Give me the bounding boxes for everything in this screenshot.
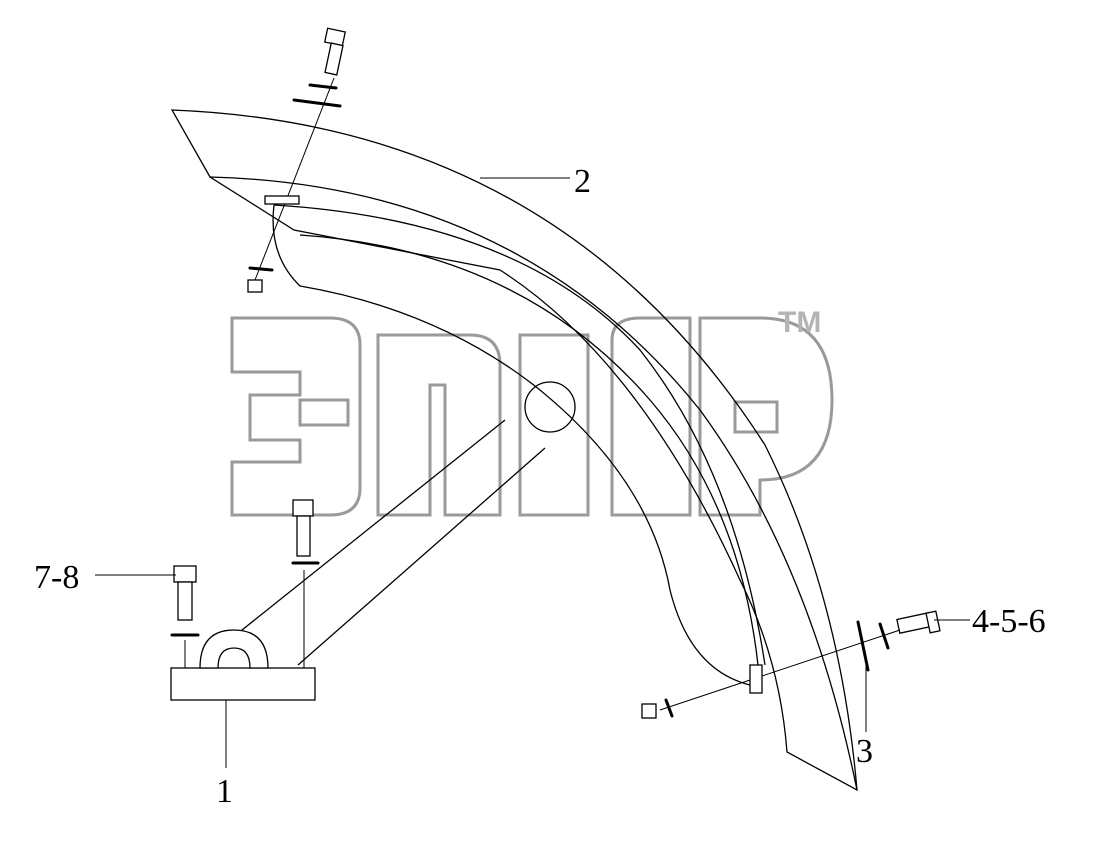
middle-bolt-assembly <box>291 499 320 668</box>
bolt-head <box>292 499 314 517</box>
bolt-head <box>925 610 941 634</box>
bracket-base <box>170 667 316 701</box>
bolt-head <box>173 565 197 583</box>
washer <box>292 98 342 108</box>
washer <box>308 83 338 90</box>
fender-tab <box>264 195 300 205</box>
leader-lines <box>95 177 970 768</box>
callout-4-5-6: 4-5-6 <box>972 603 1046 640</box>
bracket-part <box>170 419 546 701</box>
bolt-shank <box>324 42 344 76</box>
bolt-shank <box>177 581 193 621</box>
bolt-shank <box>296 515 311 557</box>
callout-2: 2 <box>574 163 591 200</box>
nut <box>641 703 657 719</box>
fender-tab <box>749 664 763 694</box>
bolt-head <box>323 27 347 47</box>
upper-bolt-assembly <box>247 27 347 293</box>
callout-1: 1 <box>216 773 233 810</box>
left-bolt-assembly <box>170 565 200 668</box>
nut <box>247 279 263 293</box>
bracket-eye <box>199 629 269 669</box>
watermark-tm: TM <box>778 306 821 339</box>
mounting-hole <box>524 381 576 433</box>
fender-part <box>170 109 858 792</box>
callout-3: 3 <box>856 733 873 770</box>
washer <box>664 698 674 718</box>
watermark-logo: TM <box>230 306 834 517</box>
callout-7-8: 7-8 <box>34 559 79 596</box>
washer <box>248 266 274 272</box>
washer <box>878 622 890 650</box>
lower-bolt-assembly <box>641 610 941 719</box>
